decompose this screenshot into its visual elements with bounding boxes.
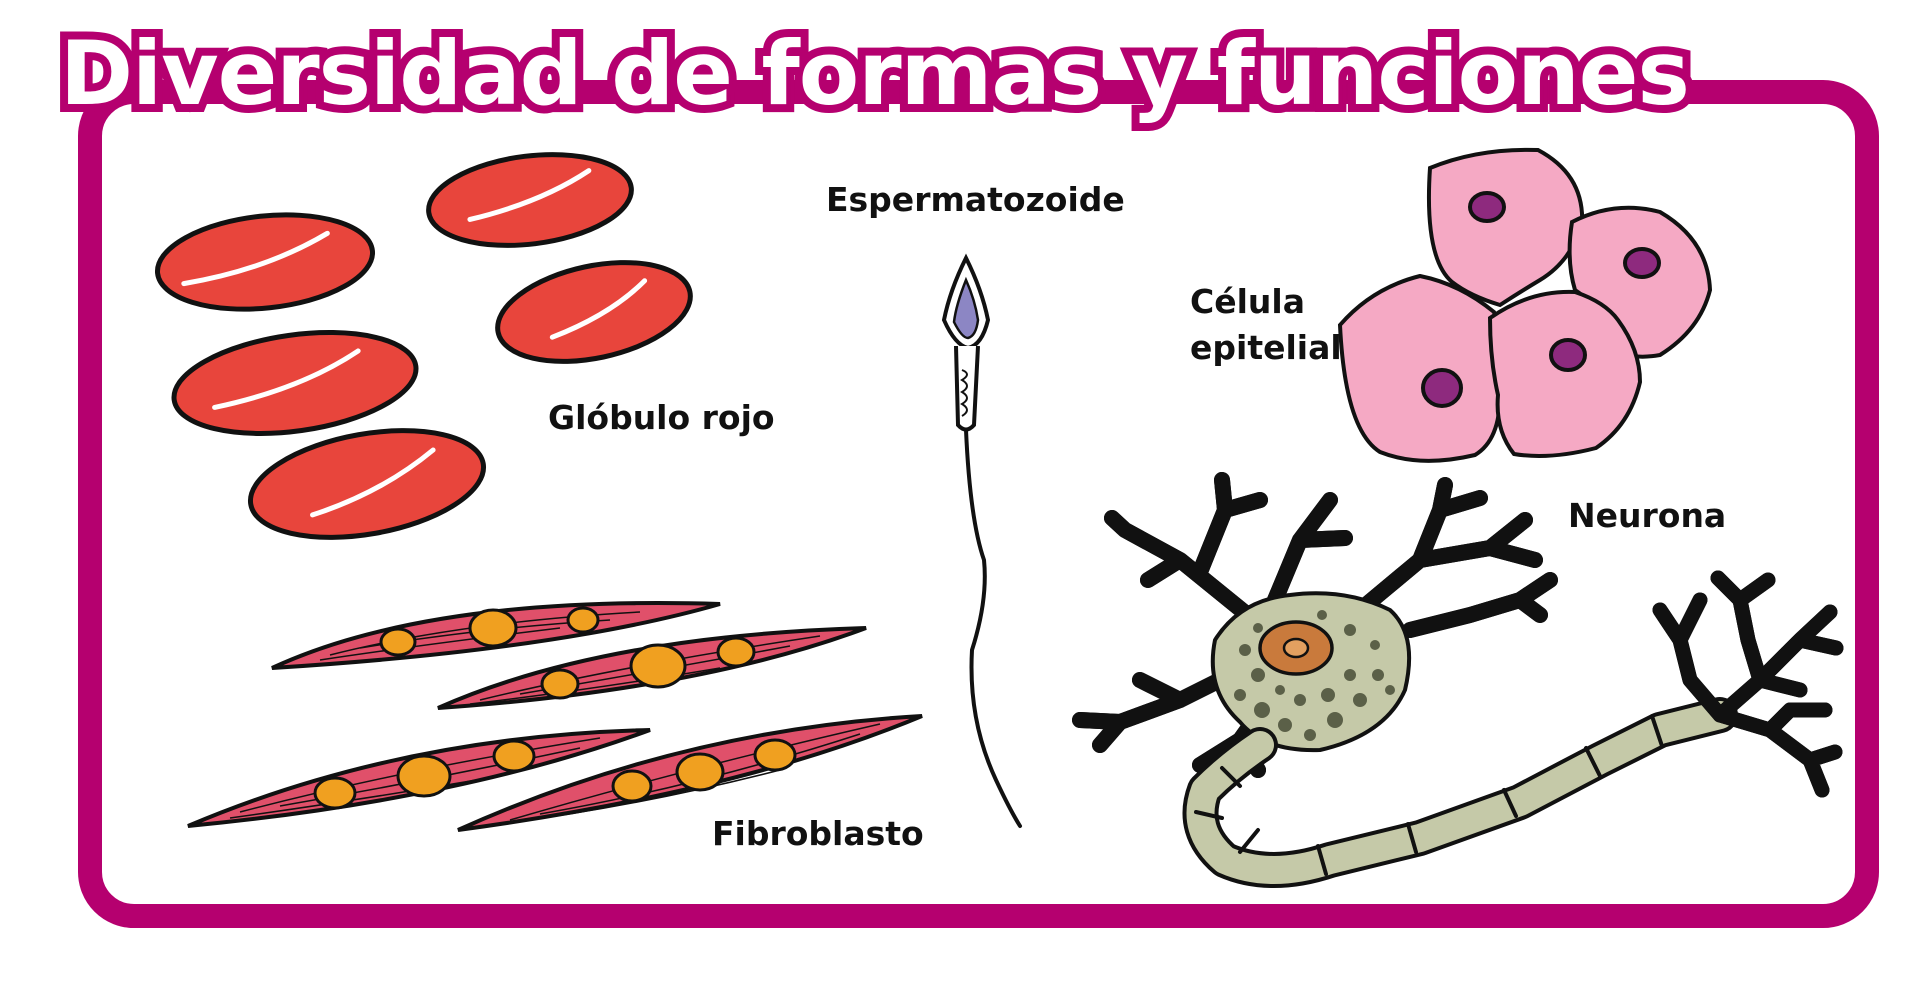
epithelial-cell xyxy=(1337,273,1504,463)
neuron xyxy=(1072,472,1844,888)
label-neurona: Neurona xyxy=(1568,496,1727,535)
fibroblast xyxy=(457,714,923,832)
red-blood-cell xyxy=(154,212,376,312)
fibroblast xyxy=(437,626,867,710)
label-globulo-rojo: Glóbulo rojo xyxy=(548,398,775,437)
red-blood-cell xyxy=(426,152,634,248)
label-fibroblasto: Fibroblasto xyxy=(712,814,924,853)
sperm-cell xyxy=(941,253,1022,828)
epithelial-cell xyxy=(1487,289,1643,458)
fibroblast xyxy=(187,728,651,828)
red-blood-cells xyxy=(154,152,693,540)
label-espermatozoide: Espermatozoide xyxy=(826,180,1125,219)
epithelial-cell xyxy=(1426,147,1585,308)
label-celula-line2: epitelial xyxy=(1190,328,1342,367)
epithelial-cells xyxy=(1337,147,1713,463)
fibroblast xyxy=(271,601,721,670)
diagram-title: Diversidad de formas y funciones xyxy=(52,14,1698,133)
neuron-axon-terminal xyxy=(1652,570,1844,798)
red-blood-cell xyxy=(171,330,419,436)
red-blood-cell xyxy=(247,428,487,540)
neuron-axon xyxy=(1182,697,1738,888)
neuron-dendrites xyxy=(1072,472,1558,778)
neuron-soma xyxy=(1210,591,1412,753)
frame-border xyxy=(78,80,1879,928)
fibroblasts xyxy=(187,601,923,832)
red-blood-cell xyxy=(495,260,693,364)
label-celula-line1: Célula xyxy=(1190,282,1305,321)
